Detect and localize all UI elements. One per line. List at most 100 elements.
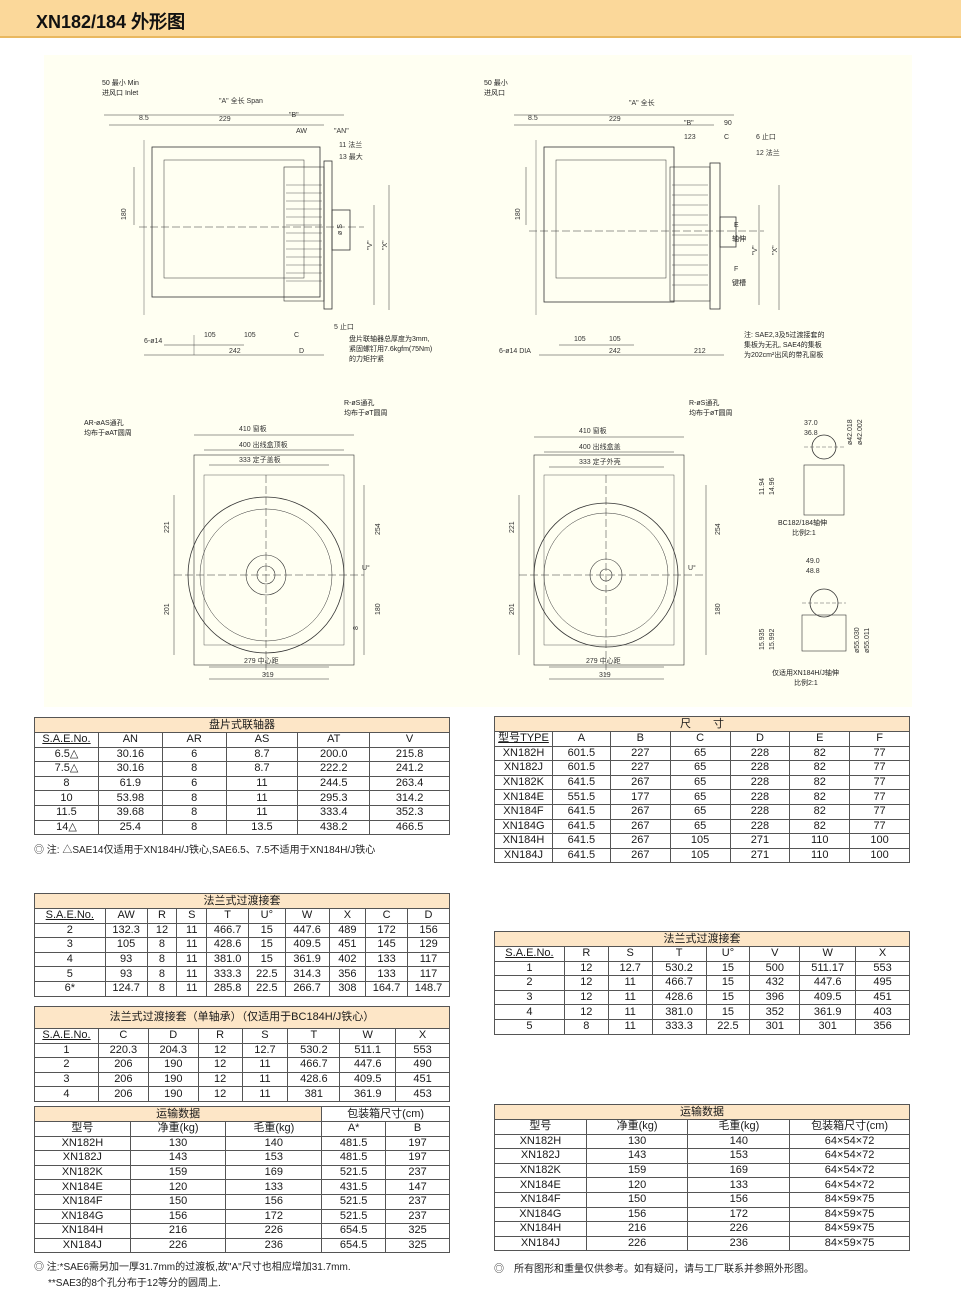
cell: 130 [585, 1133, 689, 1150]
cell: 381.0 [206, 951, 250, 968]
disc-h4: AT [297, 732, 371, 748]
br-u: U° [688, 564, 696, 572]
dim-h4: D [729, 731, 791, 747]
br-rs2: 均布于øT圆周 [689, 408, 733, 417]
cell: 267 [609, 774, 671, 791]
cell: 77 [849, 774, 910, 791]
tr-f: F [734, 266, 738, 273]
cell: 206 [97, 1071, 149, 1088]
cell: 77 [849, 789, 910, 805]
cell: 143 [129, 1150, 227, 1166]
fr-h6: W [799, 946, 857, 962]
shaft-r [719, 216, 737, 248]
cell: 226 [225, 1223, 323, 1239]
cell: 409.5 [339, 1071, 397, 1088]
terminal-box [163, 159, 305, 279]
cell: 15 [705, 975, 751, 991]
fr-h5: V [749, 946, 801, 962]
tr-242: 242 [609, 348, 621, 355]
cell: 447.6 [799, 975, 857, 991]
disc-note: ◎ 注: △SAE14仅适用于XN184H/J铁心,SAE6.5、7.5不适用于… [34, 845, 376, 856]
cell: 133 [365, 951, 409, 968]
cell: 14△ [34, 819, 99, 836]
det-55011: ø55.011 [864, 628, 871, 653]
fan-louvres-r [672, 184, 708, 286]
cell: 77 [849, 745, 910, 762]
sl-h1: 净重(kg) [129, 1121, 227, 1137]
cell: 77 [849, 818, 910, 835]
cell: 228 [729, 745, 791, 762]
cell: 361.9 [799, 1004, 857, 1020]
cell: 11 [225, 804, 299, 821]
cell: 6 [161, 775, 227, 792]
cell: 431.5 [321, 1179, 387, 1195]
cell: 84×59×75 [789, 1206, 910, 1223]
fl-h0: S.A.E.No. [34, 908, 106, 924]
tr-shaft: 轴伸 [732, 234, 746, 243]
cell: 84×59×75 [789, 1235, 910, 1252]
cell: XN182H [34, 1135, 131, 1152]
fl-h3: S [176, 908, 208, 924]
dim-h0: 型号TYPE [494, 731, 553, 747]
tl-11: 11 法兰 [339, 140, 362, 149]
bl-u: U° [362, 564, 370, 572]
cell: 530.2 [651, 960, 707, 977]
sr-h1: 净重(kg) [585, 1119, 689, 1135]
cell: 428.6 [651, 989, 707, 1006]
cell: XN184F [494, 803, 553, 820]
cell: 143 [585, 1148, 689, 1164]
tr-note3: 为202cm²出风的带孔窗板 [744, 350, 823, 359]
tl-note2: 紧固螺钉用7.6kgfm(75Nm) [349, 344, 432, 353]
tl-c: C [294, 332, 299, 339]
cell: XN182K [494, 774, 553, 791]
sl-h3: A* [321, 1121, 387, 1137]
cell: 133 [687, 1177, 791, 1193]
fr-h2: S [607, 946, 653, 962]
cell: 267 [609, 803, 671, 820]
cell: 10 [34, 790, 99, 806]
cell: 169 [687, 1162, 791, 1179]
cell: 64×54×72 [789, 1162, 910, 1179]
cell: 105 [669, 833, 731, 849]
tl-242: 242 [229, 348, 241, 355]
br-400: 400 出线盒盖 [579, 442, 621, 451]
cell: 8 [161, 804, 227, 821]
bl-221: 221 [164, 521, 171, 533]
flange-right-caption: 法兰式过渡接套 [494, 931, 910, 947]
cell: 271 [729, 847, 791, 864]
cell: 333.3 [206, 966, 250, 982]
cell: 654.5 [321, 1237, 387, 1254]
cell: XN182K [494, 1162, 587, 1179]
cell: XN184G [494, 818, 553, 835]
fs-h3: R [197, 1028, 243, 1044]
end-view-left [173, 434, 365, 680]
cell: 15 [248, 937, 286, 953]
cell: 82 [789, 789, 851, 805]
cell: 654.5 [321, 1223, 387, 1239]
cell: 222.2 [297, 761, 371, 777]
cell: 356 [328, 966, 367, 982]
det-488: 48.8 [806, 568, 820, 575]
bl-319: 319 [262, 672, 274, 679]
fl-h8: C [365, 908, 409, 924]
sr-h3: 包装箱尺寸(cm) [789, 1119, 910, 1135]
cell: 11 [176, 980, 208, 997]
cell: 228 [729, 789, 791, 805]
cell: XN184G [34, 1208, 131, 1225]
stator-body [151, 146, 321, 298]
det-42002: ø42.002 [857, 419, 864, 445]
flange-left-caption: 法兰式过渡接套 [34, 893, 450, 909]
cell: 82 [789, 760, 851, 776]
det-xn2: 比例2:1 [794, 678, 818, 687]
fr-h3: T [651, 946, 707, 962]
cell: 641.5 [551, 833, 611, 849]
cell: 120 [585, 1177, 689, 1193]
det-1496: 14.96 [769, 477, 776, 495]
drawing-area: 50 最小 Min 进风口 Inlet "A" 全长 Span 229 "B" … [44, 55, 912, 707]
cell: 11 [607, 989, 653, 1006]
bl-333: 333 定子盖板 [239, 455, 281, 464]
tl-d: D [299, 348, 304, 355]
